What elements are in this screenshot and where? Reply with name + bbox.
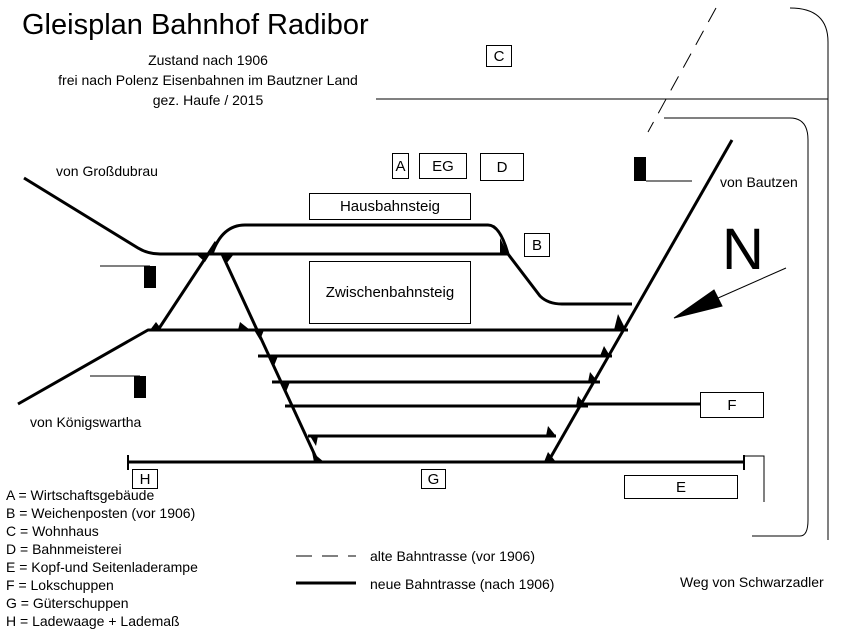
old-route-dashed bbox=[647, 7, 717, 133]
platform-zwischenbahnsteig: Zwischenbahnsteig bbox=[309, 261, 471, 324]
signal-east bbox=[634, 157, 646, 181]
legend-item-a: A = Wirtschaftsgebäude bbox=[6, 487, 155, 503]
building-c: C bbox=[486, 45, 512, 67]
track-grossdubrau bbox=[23, 176, 161, 256]
switch-marker bbox=[150, 322, 162, 330]
north-arrow-head bbox=[673, 289, 723, 319]
building-e: E bbox=[624, 475, 738, 499]
legend-old-route-label: alte Bahntrasse (vor 1906) bbox=[370, 548, 535, 564]
subtitle-line-3: gez. Haufe / 2015 bbox=[152, 92, 264, 108]
building-g: G bbox=[421, 469, 446, 489]
signal-west-1 bbox=[144, 266, 156, 288]
road-inner bbox=[664, 117, 809, 537]
track-1-east bbox=[506, 253, 632, 306]
subtitle-line-2: frei nach Polenz Eisenbahnen im Bautzner… bbox=[58, 72, 358, 88]
switch-marker bbox=[588, 372, 598, 382]
switch-marker bbox=[544, 452, 556, 462]
switch-marker bbox=[310, 436, 318, 446]
switch-marker bbox=[268, 356, 278, 366]
building-d: D bbox=[480, 153, 524, 181]
switch-marker bbox=[222, 254, 234, 264]
label-weg-von-schwarzadler: Weg von Schwarzadler bbox=[680, 574, 824, 590]
legend-item-g: G = Güterschuppen bbox=[6, 595, 129, 611]
legend-item-e: E = Kopf-und Seitenladerampe bbox=[6, 559, 198, 575]
building-eg: EG bbox=[419, 153, 467, 179]
legend-new-route-label: neue Bahntrasse (nach 1906) bbox=[370, 576, 555, 592]
switch-marker bbox=[254, 330, 264, 340]
page-title: Gleisplan Bahnhof Radibor bbox=[22, 9, 369, 41]
switch-marker bbox=[238, 322, 250, 330]
legend-item-f: F = Lokschuppen bbox=[6, 577, 114, 593]
legend-item-d: D = Bahnmeisterei bbox=[6, 541, 122, 557]
legend-item-h: H = Ladewaage + Lademaß bbox=[6, 613, 180, 629]
switch-marker bbox=[500, 238, 508, 254]
switch-marker bbox=[196, 254, 210, 262]
switch-marker bbox=[282, 382, 290, 392]
legend-item-c: C = Wohnhaus bbox=[6, 523, 99, 539]
signal-west-2 bbox=[134, 376, 146, 398]
label-von-grossdubrau: von Großdubrau bbox=[56, 163, 158, 179]
track-koenigswartha bbox=[17, 328, 628, 406]
label-von-bautzen: von Bautzen bbox=[720, 174, 798, 190]
building-a: A bbox=[392, 153, 409, 179]
building-b: B bbox=[524, 233, 550, 257]
legend: A = Wirtschaftsgebäude B = Weichenposten… bbox=[6, 486, 198, 630]
subtitle-line-1: Zustand nach 1906 bbox=[148, 52, 268, 68]
track-bautzen bbox=[546, 139, 734, 463]
road-ramp bbox=[744, 455, 765, 502]
switch-marker bbox=[546, 426, 556, 436]
label-von-koenigswartha: von Königswartha bbox=[30, 414, 142, 430]
road-outer bbox=[789, 7, 829, 540]
switch-marker bbox=[600, 346, 610, 356]
switch-marker bbox=[312, 452, 324, 462]
building-h: H bbox=[132, 469, 158, 489]
switch-marker bbox=[614, 314, 626, 330]
switch-marker bbox=[576, 396, 586, 406]
building-f: F bbox=[700, 392, 764, 418]
legend-item-b: B = Weichenposten (vor 1906) bbox=[6, 505, 196, 521]
track-haus-loop bbox=[210, 223, 510, 255]
platform-hausbahnsteig: Hausbahnsteig bbox=[309, 193, 471, 220]
north-label: N bbox=[722, 217, 764, 282]
